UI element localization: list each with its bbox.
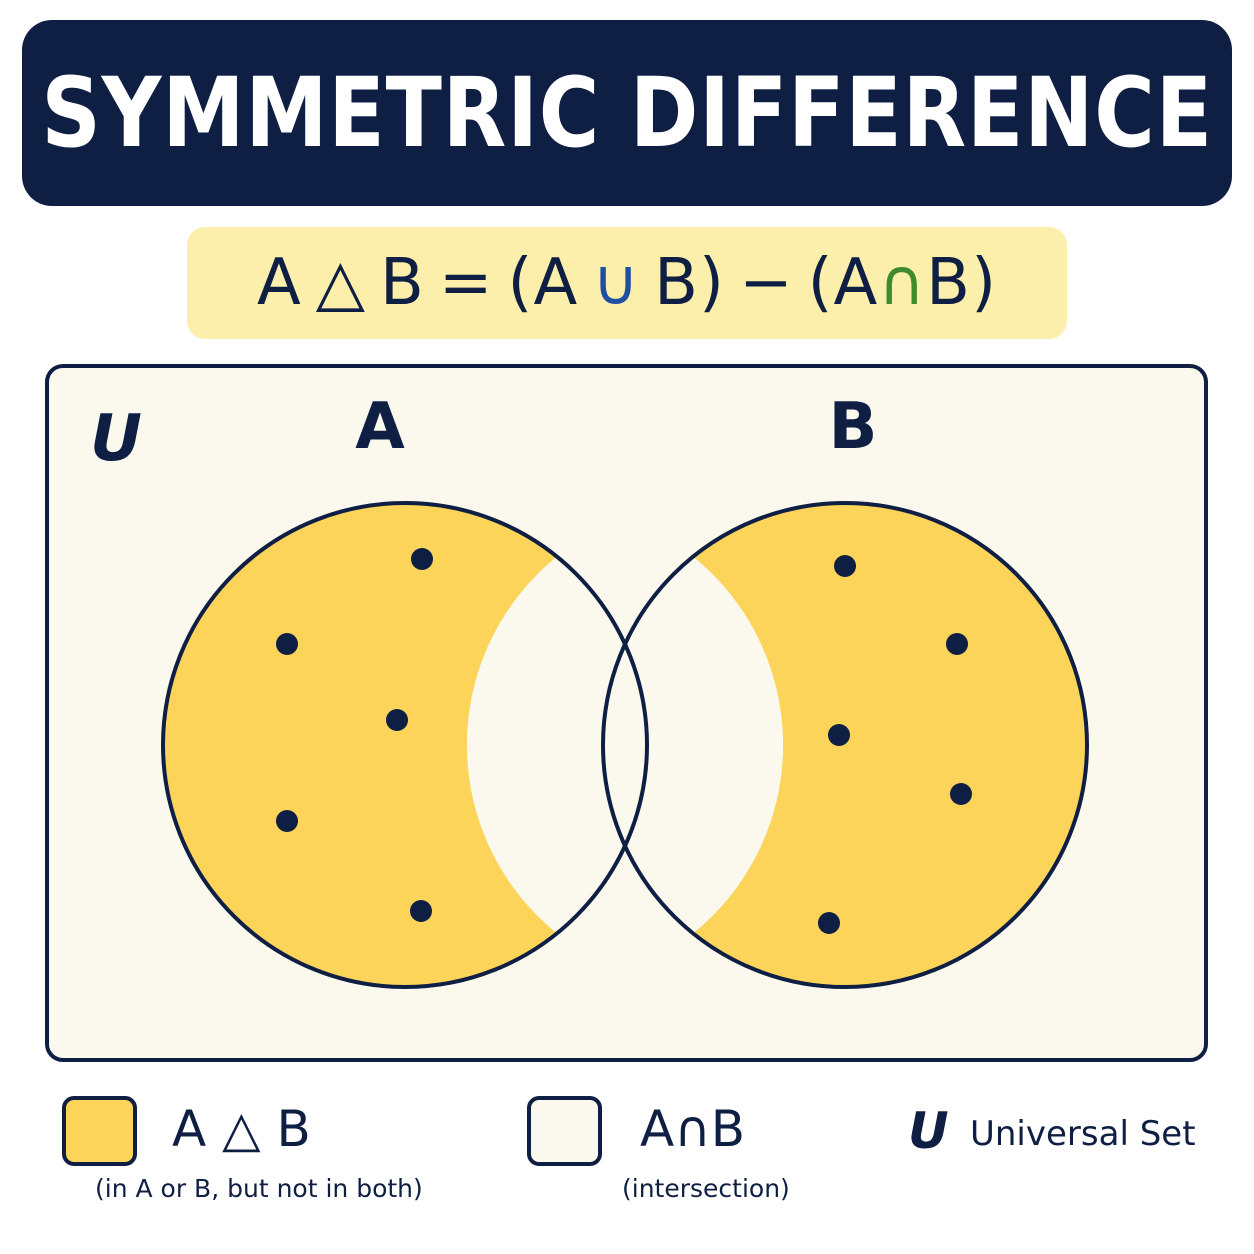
element-dot-a-1 — [411, 548, 433, 570]
formula-union-operator: ∪ — [592, 246, 641, 320]
formula-lhs-b: B — [379, 246, 425, 320]
formula-union-a: A — [533, 246, 579, 320]
formula-equals: = — [438, 246, 494, 320]
formula-minus: − — [738, 246, 794, 320]
formula-paren-close-2: ) — [971, 246, 998, 320]
formula-box: A△B=(A∪B)−(A∩B) — [187, 227, 1067, 339]
element-dot-b-4 — [950, 783, 972, 805]
element-dot-a-2 — [276, 633, 298, 655]
page-title: SYMMETRIC DIFFERENCE — [41, 57, 1213, 169]
legend-swatch-intersection — [527, 1096, 602, 1166]
legend-symdiff-label: A △ B — [172, 1100, 311, 1158]
element-dot-b-2 — [946, 633, 968, 655]
formula: A△B=(A∪B)−(A∩B) — [257, 246, 997, 320]
formula-paren-open-2: ( — [807, 246, 834, 320]
formula-inter-a: A — [833, 246, 879, 320]
set-a-outline — [161, 501, 649, 989]
legend-intersection-label: A∩B — [640, 1100, 746, 1158]
legend-swatch-symdiff — [62, 1096, 137, 1166]
set-b-label: B — [829, 390, 878, 464]
formula-paren-open-1: ( — [507, 246, 534, 320]
formula-lhs-a: A — [256, 246, 302, 320]
element-dot-a-3 — [386, 709, 408, 731]
set-a-label: A — [355, 390, 405, 464]
element-dot-a-5 — [410, 900, 432, 922]
intersection-region — [466, 518, 784, 972]
set-b-outline — [601, 501, 1089, 989]
formula-intersection-operator: ∩ — [878, 246, 927, 320]
formula-symdiff-operator: △ — [315, 246, 366, 320]
element-dot-b-3 — [828, 724, 850, 746]
element-dot-a-4 — [276, 810, 298, 832]
legend-intersection-desc: (intersection) — [622, 1174, 790, 1203]
formula-union-b: B — [654, 246, 699, 320]
legend-universe-label: Universal Set — [970, 1114, 1196, 1154]
element-dot-b-1 — [834, 555, 856, 577]
legend-universe-symbol: U — [908, 1102, 949, 1160]
legend-symdiff-desc: (in A or B, but not in both) — [95, 1174, 423, 1203]
element-dot-b-5 — [818, 912, 840, 934]
formula-paren-close-1: ) — [698, 246, 725, 320]
universe-label: U — [90, 402, 142, 476]
title-banner: SYMMETRIC DIFFERENCE — [22, 20, 1232, 206]
formula-inter-b: B — [926, 246, 972, 320]
